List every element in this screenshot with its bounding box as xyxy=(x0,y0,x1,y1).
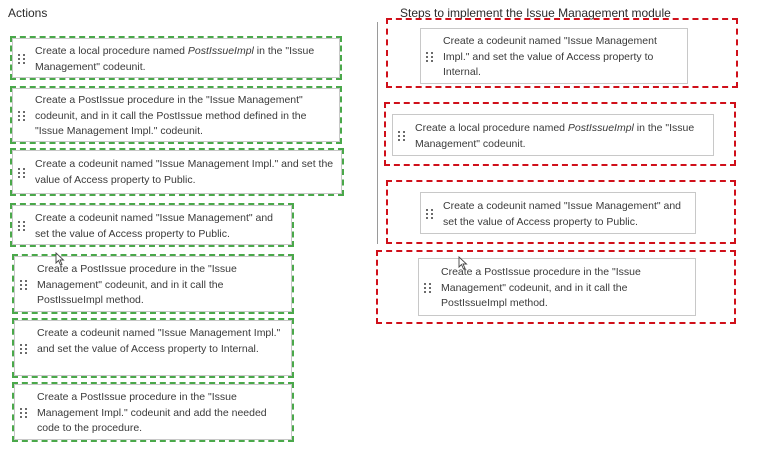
step-item-label: Create a PostIssue procedure in the "Iss… xyxy=(441,266,641,309)
action-item-3[interactable]: Create a codeunit named "Issue Managemen… xyxy=(12,150,342,194)
action-item-label: Create a local procedure named PostIssue… xyxy=(35,45,315,73)
drag-handle-icon[interactable] xyxy=(424,283,432,293)
action-item-6[interactable]: Create a codeunit named "Issue Managemen… xyxy=(14,320,292,376)
drag-handle-icon[interactable] xyxy=(398,131,406,141)
action-item-label: Create a codeunit named "Issue Managemen… xyxy=(35,212,274,240)
drag-handle-icon[interactable] xyxy=(18,168,26,178)
drag-handle-icon[interactable] xyxy=(426,209,434,219)
step-item-3[interactable]: Create a codeunit named "Issue Managemen… xyxy=(420,192,696,234)
action-item-7[interactable]: Create a PostIssue procedure in the "Iss… xyxy=(14,384,292,440)
step-item-label: Create a local procedure named PostIssue… xyxy=(415,122,695,150)
step-item-1[interactable]: Create a codeunit named "Issue Managemen… xyxy=(420,28,688,84)
action-item-label: Create a PostIssue procedure in the "Iss… xyxy=(37,391,267,434)
action-item-label: Create a PostIssue procedure in the "Iss… xyxy=(35,94,307,137)
action-item-label: Create a codeunit named "Issue Managemen… xyxy=(37,327,281,355)
drag-handle-icon[interactable] xyxy=(20,344,28,354)
step-item-2[interactable]: Create a local procedure named PostIssue… xyxy=(392,114,714,156)
action-item-2[interactable]: Create a PostIssue procedure in the "Iss… xyxy=(12,88,340,142)
action-item-label: Create a codeunit named "Issue Managemen… xyxy=(35,158,334,186)
drag-handle-icon[interactable] xyxy=(20,408,28,418)
action-item-label: Create a PostIssue procedure in the "Iss… xyxy=(37,263,237,306)
pointer-cursor-icon xyxy=(55,252,65,266)
drag-handle-icon[interactable] xyxy=(20,280,28,290)
actions-heading: Actions xyxy=(8,6,48,20)
drag-handle-icon[interactable] xyxy=(426,52,434,62)
pointer-cursor-icon xyxy=(458,256,468,270)
step-item-label: Create a codeunit named "Issue Managemen… xyxy=(443,35,657,78)
steps-heading: Steps to implement the Issue Management … xyxy=(400,6,671,20)
action-item-4[interactable]: Create a codeunit named "Issue Managemen… xyxy=(12,205,292,245)
drag-handle-icon[interactable] xyxy=(18,221,26,231)
answer-area-divider xyxy=(377,22,378,244)
step-item-4[interactable]: Create a PostIssue procedure in the "Iss… xyxy=(418,258,696,316)
action-item-1[interactable]: Create a local procedure named PostIssue… xyxy=(12,38,340,78)
drag-handle-icon[interactable] xyxy=(18,54,26,64)
action-item-5[interactable]: Create a PostIssue procedure in the "Iss… xyxy=(14,256,292,312)
step-item-label: Create a codeunit named "Issue Managemen… xyxy=(443,200,682,228)
drag-handle-icon[interactable] xyxy=(18,111,26,121)
